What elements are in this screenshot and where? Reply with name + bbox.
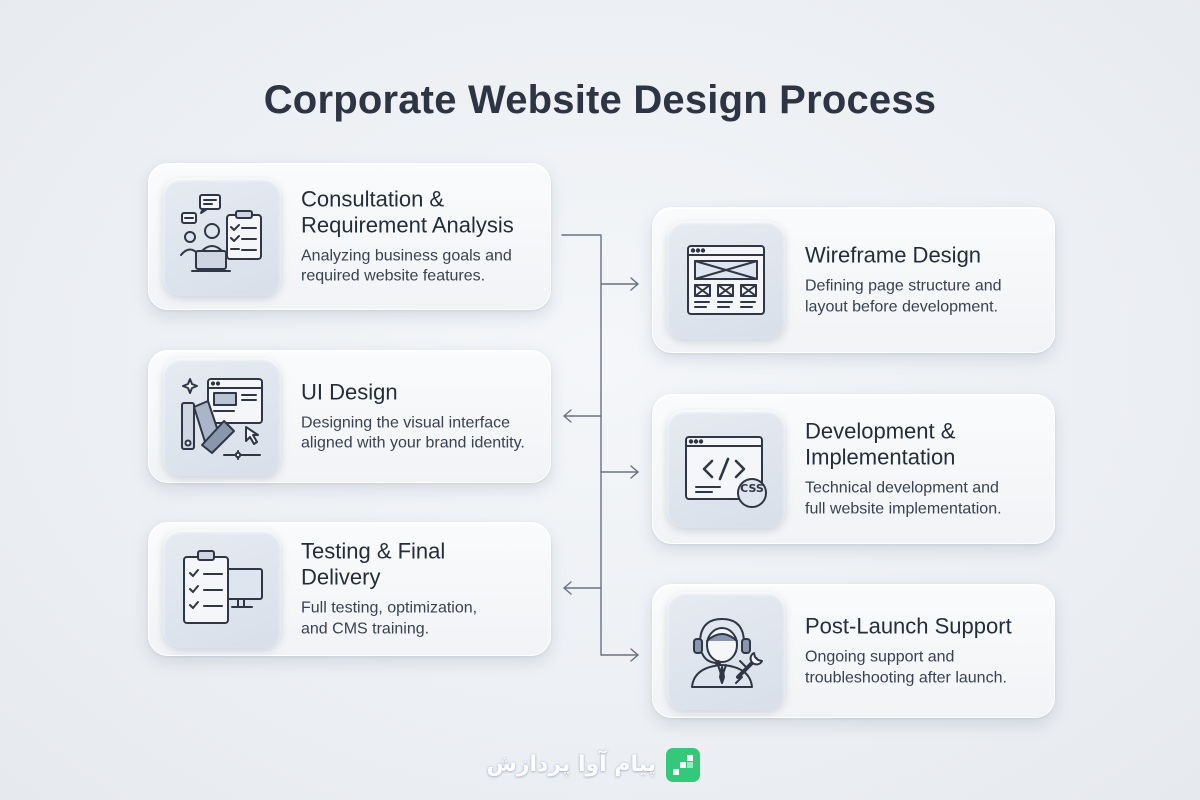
step-text-ui-design: UI Design Designing the visual interface…: [301, 379, 538, 454]
step-title-testing: Testing & Final Delivery: [301, 539, 538, 591]
step-desc-support: Ongoing support and troubleshooting afte…: [805, 648, 1042, 689]
step-title-ui-design: UI Design: [301, 379, 538, 405]
checklist-monitor-icon: [183, 550, 263, 624]
development-icon-tile: CSS: [667, 410, 785, 528]
step-title-line: Post-Launch Support: [805, 613, 1012, 639]
step-title-line: UI Design: [301, 379, 398, 404]
step-desc-line: Analyzing business goals and: [301, 247, 512, 264]
brand-logo-text: پیام آوا پردازش: [486, 752, 656, 777]
step-desc-line: Technical development and: [805, 479, 999, 497]
arrow-to-testing: [563, 581, 572, 595]
support-icon-tile: [667, 592, 785, 710]
step-text-wireframe: Wireframe Design Defining page structure…: [805, 243, 1042, 318]
step-card-development: CSS Development & Implementation Technic…: [652, 394, 1055, 544]
step-card-ui-design: UI Design Designing the visual interface…: [148, 350, 551, 483]
wireframe-icon-tile: [667, 221, 785, 339]
step-text-development: Development & Implementation Technical d…: [805, 419, 1042, 520]
step-title-line: Delivery: [301, 564, 381, 590]
step-text-testing: Testing & Final Delivery Full testing, o…: [301, 539, 538, 640]
step-desc-line: full website implementation.: [805, 500, 1002, 517]
step-text-consultation: Consultation & Requirement Analysis Anal…: [301, 186, 538, 287]
step-desc-line: Ongoing support and: [805, 648, 955, 666]
step-title-support: Post-Launch Support: [805, 614, 1042, 640]
ui-design-icon-tile: [163, 357, 281, 476]
arrow-to-support: [630, 648, 639, 662]
step-title-line: Requirement Analysis: [301, 212, 514, 237]
step-desc-line: layout before development.: [805, 298, 999, 315]
arrow-to-ui-design: [563, 409, 572, 423]
css-badge: CSS: [740, 482, 764, 495]
step-title-line: Consultation &: [301, 186, 445, 211]
step-title-consultation: Consultation & Requirement Analysis: [301, 186, 538, 238]
step-desc-consultation: Analyzing business goals and required we…: [301, 246, 538, 287]
step-desc-development: Technical development and full website i…: [805, 479, 1042, 520]
support-headset-wrench-icon: [691, 618, 763, 688]
arrow-to-wireframe: [630, 277, 639, 291]
step-desc-line: required website features.: [301, 267, 486, 285]
step-title-line: Implementation: [805, 444, 956, 470]
step-title-line: Development &: [805, 418, 956, 444]
step-desc-wireframe: Defining page structure and layout befor…: [805, 277, 1042, 318]
step-desc-line: aligned with your brand identity.: [301, 434, 525, 452]
step-text-support: Post-Launch Support Ongoing support and …: [805, 614, 1042, 689]
testing-icon-tile: [163, 530, 281, 648]
code-css-icon: [685, 436, 767, 508]
step-desc-line: and CMS training.: [301, 620, 430, 637]
arrow-to-development: [630, 465, 639, 479]
wireframe-icon: [687, 245, 765, 315]
step-desc-line: Full testing, optimization,: [301, 599, 478, 617]
consultation-icon-tile: [163, 177, 281, 296]
step-title-line: Wireframe Design: [805, 242, 982, 268]
step-card-consultation: Consultation & Requirement Analysis Anal…: [148, 163, 551, 310]
step-title-development: Development & Implementation: [805, 419, 1042, 471]
step-card-support: Post-Launch Support Ongoing support and …: [652, 584, 1055, 718]
step-card-testing: Testing & Final Delivery Full testing, o…: [148, 522, 551, 656]
step-desc-line: troubleshooting after launch.: [805, 669, 1007, 686]
step-title-line: Testing & Final: [301, 538, 446, 564]
step-card-wireframe: Wireframe Design Defining page structure…: [652, 207, 1055, 353]
brand-logo-mark-icon: [666, 748, 700, 782]
connector-trunk: [561, 234, 602, 656]
ui-design-palette-icon: [181, 377, 263, 460]
step-desc-ui-design: Designing the visual interface aligned w…: [301, 413, 538, 454]
step-desc-testing: Full testing, optimization, and CMS trai…: [301, 599, 538, 640]
step-desc-line: Defining page structure and: [805, 277, 1002, 295]
consultation-clipboard-icon: [180, 193, 262, 272]
brand-logo: پیام آوا پردازش: [486, 748, 700, 784]
step-desc-line: Designing the visual interface: [301, 414, 511, 431]
page-title: Corporate Website Design Process: [263, 78, 937, 122]
step-title-wireframe: Wireframe Design: [805, 243, 1042, 269]
